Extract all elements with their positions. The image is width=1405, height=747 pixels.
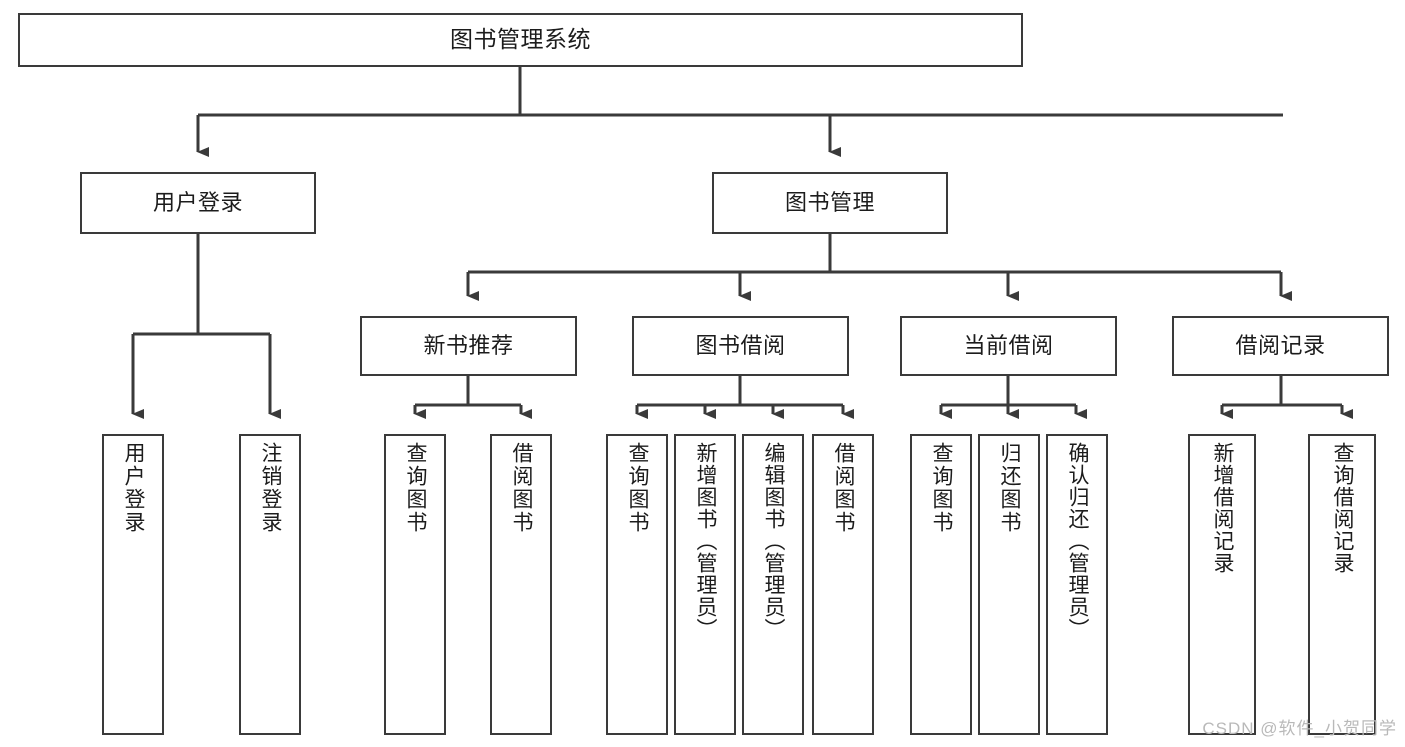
leaf-borrow-borrow-book[interactable]: 借阅图书: [812, 434, 874, 735]
node-borrow-records[interactable]: 借阅记录: [1172, 316, 1389, 376]
leaf-borrow-edit-book-admin[interactable]: 编辑图书（管理员）: [742, 434, 804, 735]
leaf-user-login-logout[interactable]: 注销登录: [239, 434, 301, 735]
leaf-new-book-borrow[interactable]: 借阅图书: [490, 434, 552, 735]
node-label: 借阅记录: [1235, 332, 1326, 358]
leaf-label: 归还图书: [998, 442, 1022, 534]
leaf-label: 查询借阅记录: [1331, 442, 1355, 574]
leaf-label: 编辑图书（管理员）: [762, 442, 786, 640]
node-label: 用户登录: [152, 189, 243, 215]
leaf-new-book-query[interactable]: 查询图书: [384, 434, 446, 735]
node-label: 图书借阅: [695, 332, 786, 358]
leaf-current-confirm-return-admin[interactable]: 确认归还（管理员）: [1046, 434, 1108, 735]
node-label: 图书管理系统: [450, 26, 591, 53]
leaf-records-query-record[interactable]: 查询借阅记录: [1308, 434, 1376, 735]
leaf-label: 确认归还（管理员）: [1066, 442, 1090, 640]
leaf-user-login-login[interactable]: 用户登录: [102, 434, 164, 735]
leaf-label: 新增图书（管理员）: [694, 442, 718, 640]
leaf-label: 注销登录: [259, 442, 283, 534]
leaf-borrow-add-book-admin[interactable]: 新增图书（管理员）: [674, 434, 736, 735]
leaf-current-query-book[interactable]: 查询图书: [910, 434, 972, 735]
leaf-borrow-query-book[interactable]: 查询图书: [606, 434, 668, 735]
node-user-login[interactable]: 用户登录: [80, 172, 316, 234]
node-book-borrow[interactable]: 图书借阅: [632, 316, 849, 376]
leaf-label: 查询图书: [404, 442, 428, 534]
leaf-label: 用户登录: [122, 442, 146, 534]
leaf-label: 借阅图书: [510, 442, 534, 534]
watermark: CSDN @软件_小贺同学: [1202, 719, 1397, 738]
node-current-borrow[interactable]: 当前借阅: [900, 316, 1117, 376]
leaf-label: 借阅图书: [832, 442, 856, 534]
leaf-label: 查询图书: [930, 442, 954, 534]
leaf-records-add-record[interactable]: 新增借阅记录: [1188, 434, 1256, 735]
node-book-management[interactable]: 图书管理: [712, 172, 948, 234]
leaf-current-return-book[interactable]: 归还图书: [978, 434, 1040, 735]
leaf-label: 查询图书: [626, 442, 650, 534]
leaf-label: 新增借阅记录: [1211, 442, 1235, 574]
node-new-book-recommend[interactable]: 新书推荐: [360, 316, 577, 376]
node-label: 图书管理: [784, 189, 875, 215]
node-root-system[interactable]: 图书管理系统: [18, 13, 1023, 67]
node-label: 新书推荐: [423, 332, 514, 358]
node-label: 当前借阅: [963, 332, 1054, 358]
